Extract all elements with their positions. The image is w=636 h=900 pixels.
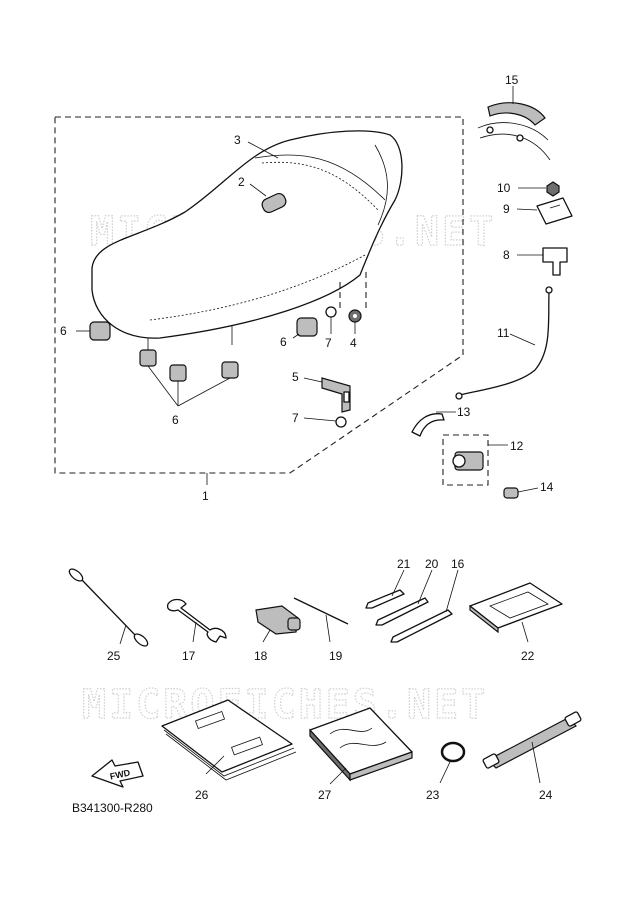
part-15-cover: 15 — [477, 73, 551, 161]
callout-27: 27 — [318, 788, 332, 802]
callout-18: 18 — [254, 649, 268, 663]
part-25-wire: 25 — [68, 568, 149, 663]
part-4-washer: 4 — [348, 309, 362, 350]
callout-24: 24 — [539, 788, 553, 802]
watermark-bottom: MICROFICHES.NET — [82, 682, 488, 728]
callout-2: 2 — [238, 175, 245, 189]
callout-5: 5 — [292, 370, 299, 384]
callout-1: 1 — [202, 489, 209, 503]
part-13-bracket: 13 — [411, 405, 471, 437]
callout-3: 3 — [234, 133, 241, 147]
callout-9: 9 — [503, 202, 510, 216]
callout-17: 17 — [182, 649, 196, 663]
part-12-lock: 12 — [442, 434, 524, 486]
part-27-booklet: 27 — [309, 707, 413, 802]
part-21-hex-key: 21 — [365, 557, 411, 609]
fwd-arrow-icon: FWD — [91, 759, 144, 788]
part-19-screwdriver-bit: 19 — [293, 597, 349, 663]
part-7-nut-lower: 7 — [292, 411, 347, 428]
callout-6a: 6 — [60, 324, 67, 338]
callout-6c: 6 — [172, 413, 179, 427]
part-10-nut: 10 — [497, 181, 560, 197]
callout-12: 12 — [510, 439, 524, 453]
callout-14: 14 — [540, 480, 554, 494]
callout-7a: 7 — [325, 336, 332, 350]
part-9-plate: 9 — [503, 197, 573, 225]
callout-8: 8 — [503, 248, 510, 262]
part-14-screw: 14 — [503, 480, 554, 499]
part-22-tray: 22 — [469, 582, 563, 663]
part-23-o-ring: 23 — [426, 741, 466, 802]
part-26-manual: 26 — [161, 699, 297, 802]
callout-25: 25 — [107, 649, 121, 663]
part-20-hex-key: 20 — [375, 557, 439, 626]
part-11-cable: 11 — [455, 286, 553, 400]
part-2-bushing: 2 — [238, 175, 287, 214]
part-16-hex-key: 16 — [390, 557, 465, 643]
callout-6b: 6 — [280, 335, 287, 349]
part-18-screwdriver-handle: 18 — [254, 605, 301, 663]
part-8-latch: 8 — [503, 247, 568, 276]
callout-20: 20 — [425, 557, 439, 571]
callout-26: 26 — [195, 788, 209, 802]
callout-10: 10 — [497, 181, 511, 195]
part-6-dampers: 6 6 6 — [60, 317, 318, 427]
callout-4: 4 — [350, 336, 357, 350]
callout-23: 23 — [426, 788, 440, 802]
callout-7b: 7 — [292, 411, 299, 425]
diagram-code: B341300-R280 — [72, 801, 153, 815]
callout-16: 16 — [451, 557, 465, 571]
seat-assembly-boundary — [54, 116, 464, 474]
fwd-label: FWD — [109, 767, 132, 781]
callout-21: 21 — [397, 557, 411, 571]
part-24-strap: 24 — [482, 711, 582, 802]
callout-15: 15 — [505, 73, 519, 87]
callout-13: 13 — [457, 405, 471, 419]
seat: 3 — [91, 130, 403, 350]
callout-19: 19 — [329, 649, 343, 663]
part-5-bracket: 5 — [292, 370, 351, 413]
callout-22: 22 — [521, 649, 535, 663]
callout-11: 11 — [497, 326, 510, 340]
part-17-wrench: 17 — [166, 598, 227, 663]
part-7-nut-upper: 7 — [325, 306, 337, 350]
